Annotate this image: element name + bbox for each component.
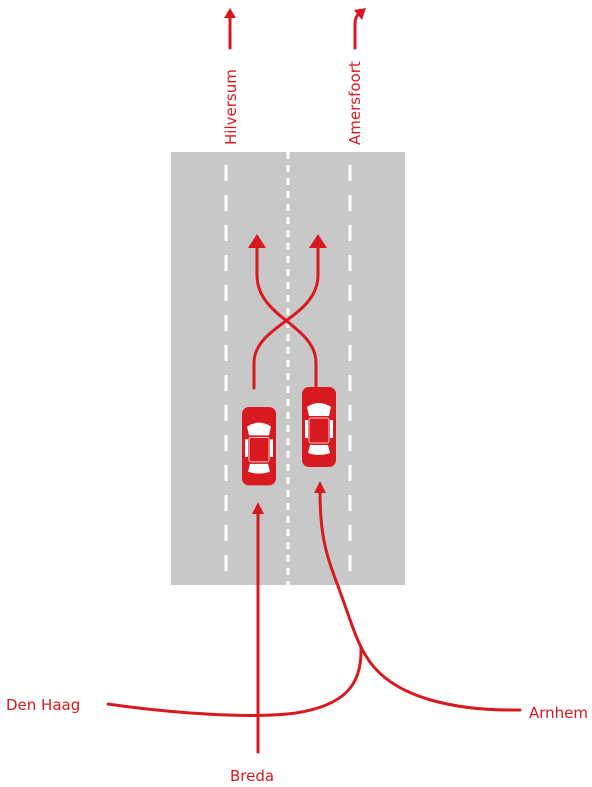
- label-den-haag: Den Haag: [6, 696, 80, 714]
- car-icon: [242, 407, 276, 485]
- car-icon: [302, 387, 336, 467]
- label-amersfoort: Amersfoort: [346, 61, 364, 145]
- route-den-haag: [108, 648, 361, 715]
- label-arnhem: Arnhem: [529, 704, 588, 722]
- label-breda: Breda: [230, 767, 274, 785]
- arrow-up-icon: [224, 8, 236, 18]
- arrow-up-right-icon: [355, 13, 360, 48]
- label-hilversum: Hilversum: [222, 69, 240, 145]
